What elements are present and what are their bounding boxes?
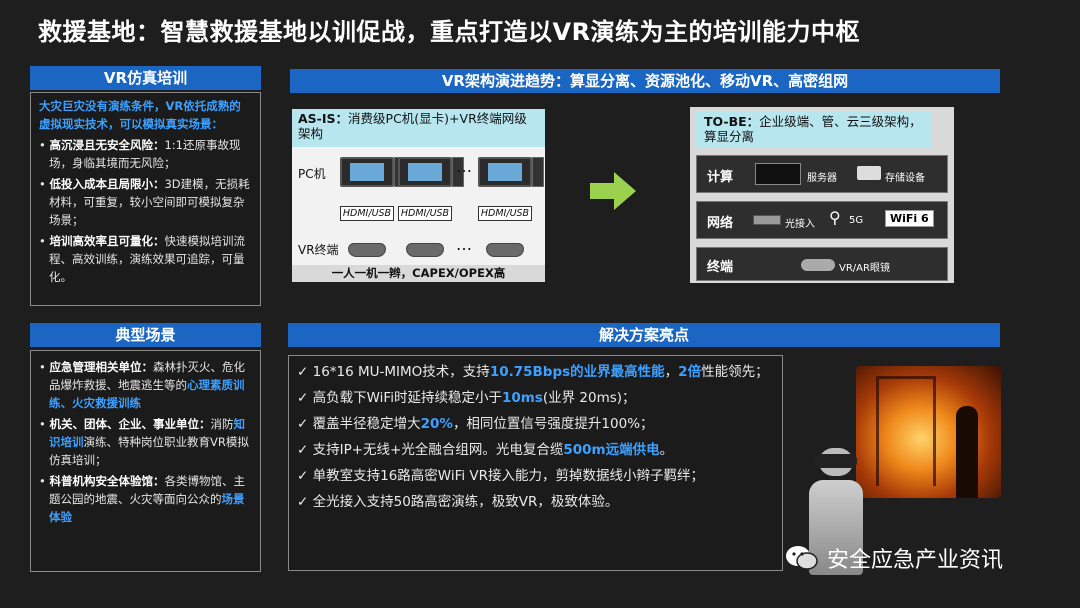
- arrow-right-icon: [590, 172, 636, 210]
- server-icon: [755, 163, 801, 185]
- vr-headset-icon: [815, 454, 857, 468]
- vr-training-header: VR仿真培训: [30, 66, 261, 90]
- solution-header: 解决方案亮点: [288, 323, 1000, 347]
- tobe-title: TO-BE：企业级端、管、云三级架构，算显分离: [696, 112, 931, 148]
- burning-frame: [876, 376, 936, 486]
- page-title: 救援基地：智慧救援基地以训促战，重点打造以VR演练为主的培训能力中枢: [38, 18, 861, 46]
- solution-item: ✓ 高负载下WiFi时延持续稳定小于10ms(业界 20ms)；: [297, 390, 636, 406]
- server-label: 服务器: [807, 173, 837, 184]
- wifi6-badge: WiFi 6: [885, 210, 934, 227]
- 5g-label: 5G: [849, 215, 864, 226]
- tobe-row-terminal: 终端 VR/AR眼镜: [696, 247, 948, 281]
- pc-label: PC机: [298, 167, 326, 181]
- tobe-row-compute: 计算 服务器 存储设备: [696, 155, 948, 193]
- watermark: 安全应急产业资讯: [785, 540, 1055, 576]
- vr-headset-icon: [348, 243, 386, 257]
- antenna-icon: ⚲: [829, 208, 841, 227]
- asis-footer: 一人一机一辫，CAPEX/OPEX高: [292, 265, 545, 282]
- ellipsis: …: [456, 157, 473, 176]
- tobe-diagram: TO-BE：企业级端、管、云三级架构，算显分离 计算 服务器 存储设备 网络 光…: [690, 107, 954, 283]
- optical-access-label: 光接入: [785, 219, 815, 230]
- hdmi-usb-tag: HDMI/USB: [398, 206, 452, 221]
- vr-headset-icon: [486, 243, 524, 257]
- solution-item: ✓ 16*16 MU-MIMO技术，支持10.75Bbps的业界最高性能，2倍性…: [297, 364, 769, 380]
- vr-user-figure: [805, 440, 867, 575]
- hdmi-usb-tag: HDMI/USB: [340, 206, 394, 221]
- pc-icon: [340, 157, 394, 187]
- scenario-item: • 机关、团体、企业、事业单位：消防知识培训演练、特种岗位职业教育VR模拟仿真培…: [39, 417, 249, 467]
- scenario-item: • 应急管理相关单位：森林扑灭火、危化品爆炸救援、地震逃生等的心理素质训练、火灾…: [39, 360, 245, 410]
- vr-item: • 低投入成本且局限小：3D建模，无损耗材料，可重复，较小空间即可模拟复杂场景；: [39, 177, 250, 227]
- solution-panel: ✓ 16*16 MU-MIMO技术，支持10.75Bbps的业界最高性能，2倍性…: [288, 355, 783, 571]
- scenario-header: 典型场景: [30, 323, 261, 347]
- asis-diagram: AS-IS：消费级PC机(显卡)+VR终端网级架构 PC机 … HDMI/USB…: [292, 109, 545, 282]
- vr-glasses-icon: [801, 259, 835, 271]
- pc-icon: [478, 157, 532, 187]
- solution-item: ✓ 全光接入支持50路高密演练，极致VR，极致体验。: [297, 494, 619, 510]
- vr-terminal-label: VR终端: [298, 243, 339, 257]
- vr-ar-glasses-label: VR/AR眼镜: [839, 263, 890, 274]
- scenario-panel: • 应急管理相关单位：森林扑灭火、危化品爆炸救援、地震逃生等的心理素质训练、火灾…: [30, 350, 261, 572]
- watermark-text: 安全应急产业资讯: [827, 548, 1004, 573]
- fire-scene-image: [856, 366, 1001, 498]
- vr-item: • 培训高效率且可量化：快速模拟培训流程、高效训练，演练效果可追踪，可量化。: [39, 234, 245, 284]
- ellipsis: …: [456, 235, 473, 254]
- asis-title: AS-IS：消费级PC机(显卡)+VR终端网级架构: [292, 109, 545, 147]
- solution-item: ✓ 覆盖半径稳定增大20%，相同位置信号强度提升100%；: [297, 416, 654, 432]
- solution-item: ✓ 支持IP+无线+光全融合组网。光电复合缆500m远端供电。: [297, 442, 674, 458]
- pc-tower-icon: [532, 157, 544, 187]
- pc-icon: [398, 157, 452, 187]
- hdmi-usb-tag: HDMI/USB: [478, 206, 532, 221]
- body: [809, 480, 863, 575]
- scenario-item: • 科普机构安全体验馆：各类博物馆、主题公园的地震、火灾等面向公众的场景体验: [39, 474, 245, 524]
- vr-training-panel: 大灾巨灾没有演练条件，VR依托成熟的虚拟现实技术，可以模拟真实场景： • 高沉浸…: [30, 92, 261, 306]
- solution-item: ✓ 单教室支持16路高密WiFi VR接入能力，剪掉数据线小辫子羁绊；: [297, 468, 705, 484]
- wechat-icon: [786, 546, 818, 570]
- storage-label: 存储设备: [885, 173, 925, 184]
- arch-header: VR架构演进趋势：算显分离、资源池化、移动VR、高密组网: [290, 69, 1000, 93]
- vr-intro: 大灾巨灾没有演练条件，VR依托成熟的虚拟现实技术，可以模拟真实场景：: [39, 99, 241, 131]
- vr-headset-icon: [406, 243, 444, 257]
- storage-icon: [857, 166, 881, 180]
- tobe-row-network: 网络 光接入 ⚲ 5G WiFi 6: [696, 201, 948, 239]
- pc-tower-icon: [452, 157, 464, 187]
- vr-item: • 高沉浸且无安全风险：1:1还原事故现场，身临其境而无风险；: [39, 138, 241, 170]
- optical-access-icon: [753, 215, 781, 225]
- firefighter-silhouette: [956, 406, 978, 498]
